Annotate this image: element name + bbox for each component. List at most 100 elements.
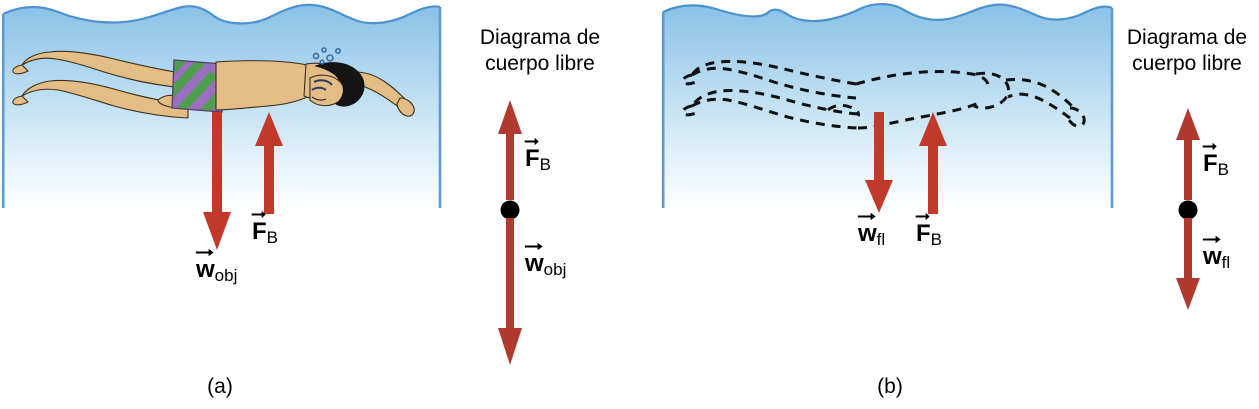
swimmer-mouth: [311, 96, 327, 101]
water-surface-line-b: [662, 3, 1113, 23]
swimmer-goggles: [311, 79, 333, 91]
swimmer-hand-forward: [396, 97, 415, 117]
panel-b: wfl FB Diagrama de cuerpo libre: [660, 0, 1259, 409]
fbd-b-body-dot: [1178, 200, 1198, 220]
point-mass-dot: [1178, 200, 1198, 220]
arrow-head: [203, 212, 231, 250]
fbd-title-line2: cuerpo libre: [485, 52, 595, 75]
swimmer-illustration: [12, 47, 415, 119]
buoyant-symbol-text: F: [525, 145, 540, 172]
outline-torso-bottom: [857, 100, 981, 130]
outline-foot-upper: [681, 73, 699, 86]
arrow-head: [1176, 108, 1200, 140]
swimmer-foot-upper: [12, 64, 29, 75]
outline-leg-upper-bottom: [690, 59, 857, 86]
arrow-head: [919, 112, 947, 146]
water-svg-b: [661, 3, 1114, 210]
buoyant-subscript: B: [539, 155, 552, 174]
buoyant-force-arrow-b: [919, 112, 947, 214]
buoyant-subscript: B: [930, 230, 943, 249]
weight-symbol-text: w: [525, 250, 544, 277]
buoyant-force-label-a: FB: [251, 210, 278, 248]
swimmer-torso: [215, 60, 319, 111]
buoyant-symbol: F: [915, 212, 931, 248]
swimmer-hair: [314, 62, 365, 107]
fbd-a-body-dot: [500, 200, 520, 220]
arrow-head: [498, 100, 522, 134]
fbd-b-weight-label: wfl: [1202, 235, 1231, 273]
arrow-shaft: [264, 140, 274, 214]
swimmer-bubbles: [312, 47, 341, 65]
weight-object-label-a: wobj: [195, 248, 238, 286]
fbd-title-line1: Diagrama de: [479, 26, 601, 49]
arrow-head: [865, 180, 893, 213]
outline-torso-top: [855, 70, 990, 87]
outline-arm-top: [1005, 78, 1078, 112]
buoyant-symbol-text: F: [916, 220, 931, 247]
weight-subscript: obj: [543, 260, 567, 279]
outline-leg-lower-bottom: [690, 89, 859, 116]
fbd-b-buoyant-label: FB: [1202, 142, 1230, 180]
outline-hand-back: [827, 103, 860, 117]
arrow-shaft: [1184, 218, 1192, 284]
water-body-b: [660, 0, 1115, 215]
buoyant-symbol: F: [251, 210, 267, 246]
weight-fluid-label-b: wfl: [857, 212, 886, 250]
buoyant-symbol-text: F: [252, 218, 267, 245]
outline-hand: [1065, 106, 1086, 128]
arrow-shaft: [212, 112, 222, 220]
caption-a: (a): [207, 375, 233, 398]
vector-arrow-bar: [524, 242, 543, 250]
weight-symbol-text: w: [196, 256, 215, 283]
water-surface-line-a: [2, 3, 441, 25]
fbd-b-weight-arrow: [1176, 218, 1200, 310]
point-mass-dot: [500, 200, 520, 220]
vector-arrow-bar: [524, 137, 539, 145]
arrow-shaft: [874, 112, 884, 186]
fbd-a-weight-arrow: [498, 218, 522, 365]
free-body-diagram-a: Diagrama de cuerpo libre FB: [440, 0, 640, 409]
fbd-a-weight-label: wobj: [524, 242, 567, 280]
buoyant-symbol: F: [524, 137, 540, 173]
fbd-a-buoyant-label: FB: [524, 137, 552, 175]
arrow-shaft: [928, 140, 938, 214]
arrow-shaft: [506, 128, 514, 200]
outline-foot-lower: [681, 104, 699, 117]
buoyant-subscript: B: [1217, 160, 1230, 179]
outline-leg-upper-top: [691, 66, 857, 100]
weight-symbol-text: w: [1203, 243, 1222, 270]
weight-symbol: w: [1202, 235, 1222, 271]
fbd-title-line2: cuerpo libre: [1132, 52, 1242, 75]
weight-object-arrow-a: [203, 112, 231, 250]
buoyant-symbol-text: F: [1203, 150, 1218, 177]
fbd-title-b: Diagrama de cuerpo libre: [1107, 25, 1259, 77]
swimmer-foot-lower: [12, 95, 29, 106]
weight-fluid-arrow-b: [865, 112, 893, 213]
vector-arrow-bar: [1202, 142, 1217, 150]
weight-symbol: w: [524, 242, 544, 278]
fbd-b-buoyant-arrow: [1176, 108, 1200, 200]
weight-symbol-text: w: [858, 220, 877, 247]
vector-arrow-bar: [1202, 235, 1221, 243]
weight-symbol: w: [857, 212, 877, 248]
buoyant-symbol: F: [1202, 142, 1218, 178]
weight-subscript: obj: [214, 266, 238, 285]
arrow-head: [1176, 278, 1200, 310]
outline-leg-lower-top: [691, 97, 859, 130]
caption-b: (b): [877, 375, 903, 398]
outline-head: [973, 71, 1010, 110]
buoyant-force-arrow-a: [255, 112, 283, 214]
free-body-diagram-b: Diagrama de cuerpo libre FB: [1115, 0, 1259, 409]
weight-subscript: fl: [876, 230, 886, 249]
weight-symbol: w: [195, 248, 215, 284]
buoyant-force-label-b: FB: [915, 212, 943, 250]
displaced-fluid-outline: [681, 59, 1086, 130]
panel-a: wobj FB Diagrama de cuerpo libre: [1, 0, 640, 409]
arrow-head: [498, 328, 522, 365]
weight-subscript: fl: [1221, 253, 1231, 272]
arrow-shaft: [506, 218, 514, 334]
outline-arm-bottom: [1007, 92, 1071, 120]
arrow-head: [255, 112, 283, 146]
fbd-title-a: Diagrama de cuerpo libre: [440, 25, 640, 77]
